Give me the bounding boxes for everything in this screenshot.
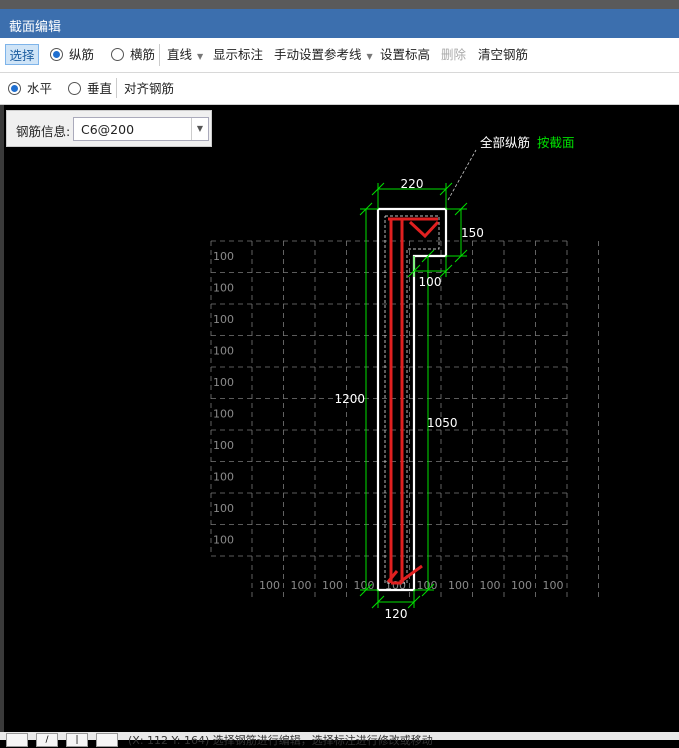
transverse-rebar-radio[interactable]: 横筋 — [111, 38, 155, 72]
dim-hook-width[interactable]: 100 — [419, 275, 442, 289]
status-bar: / | (X: 112 Y: 164) 选择钢筋进行编辑，选择标注进行修改或移动 — [0, 732, 679, 747]
radio-unchecked-icon — [68, 82, 81, 95]
vertical-radio[interactable]: 垂直 — [68, 73, 112, 104]
toolbar-main: 选择 纵筋 横筋 直线 ▼ 显示标注 手动设置参考线 ▼ 设置标高 删除 清空钢筋 — [0, 38, 679, 73]
line-tool-icon[interactable]: / — [36, 733, 58, 747]
status-text: (X: 112 Y: 164) 选择钢筋进行编辑，选择标注进行修改或移动 — [128, 734, 433, 747]
cover-line — [384, 215, 440, 584]
annotation-link[interactable]: 按截面 — [537, 135, 575, 150]
set-elevation-button[interactable]: 设置标高 — [380, 47, 431, 62]
status-tool-button[interactable] — [96, 733, 118, 747]
toolbar-secondary: 水平 垂直 对齐钢筋 — [0, 73, 679, 105]
toolbar-separator — [159, 44, 160, 66]
grid-label: 100 — [354, 579, 375, 592]
annotation-prefix: 全部纵筋 — [480, 135, 530, 150]
grid-label: 100 — [213, 502, 234, 515]
grid-label: 100 — [417, 579, 438, 592]
dim-top-width[interactable]: 220 — [401, 177, 424, 191]
dim-web-height[interactable]: 1050 — [427, 416, 458, 430]
radio-unchecked-icon — [111, 48, 124, 61]
grid-label: 100 — [543, 579, 564, 592]
toolbar-separator — [116, 78, 117, 98]
grid-label: 100 — [322, 579, 343, 592]
grid-label: 100 — [448, 579, 469, 592]
section-outline — [376, 207, 448, 592]
title-top-strip — [0, 0, 679, 9]
line-button[interactable]: 直线 ▼ — [167, 38, 203, 72]
transverse-rebar-label: 横筋 — [130, 47, 156, 62]
select-button[interactable]: 选择 — [5, 44, 39, 65]
clear-rebar-button[interactable]: 清空钢筋 — [478, 47, 529, 62]
grid-label: 100 — [213, 408, 234, 421]
grid-label: 100 — [213, 376, 234, 389]
dim-total-height[interactable]: 1200 — [334, 392, 365, 406]
rebar-info-label: 钢筋信息: — [16, 124, 71, 139]
manual-ref-line-button[interactable]: 手动设置参考线 ▼ — [274, 38, 373, 72]
annotation-leader — [447, 149, 477, 201]
grid-label: 100 — [213, 282, 234, 295]
delete-button[interactable]: 删除 — [441, 47, 467, 62]
rebar-info-panel: 钢筋信息: C6@200 ▼ — [6, 110, 212, 147]
longitudinal-rebar-radio[interactable]: 纵筋 — [50, 38, 94, 72]
chevron-down-icon: ▼ — [191, 118, 208, 140]
horizontal-radio[interactable]: 水平 — [8, 73, 52, 104]
horizontal-label: 水平 — [27, 81, 53, 96]
align-rebar-button[interactable]: 对齐钢筋 — [124, 81, 175, 96]
grid-label: 100 — [213, 471, 234, 484]
grid-label: 100 — [511, 579, 532, 592]
rebar-info-value: C6@200 — [81, 122, 135, 137]
manual-ref-line-label: 手动设置参考线 — [274, 47, 362, 62]
grid-label: 100 — [480, 579, 501, 592]
rebar-shape[interactable] — [386, 217, 440, 585]
window-title: 截面编辑 — [9, 20, 62, 35]
chevron-down-icon: ▼ — [197, 52, 204, 61]
grid-label: 100 — [291, 579, 312, 592]
line-label: 直线 — [167, 47, 193, 62]
grid-label: 100 — [213, 250, 234, 263]
vertical-label: 垂直 — [87, 81, 113, 96]
grid-label: 100 — [213, 345, 234, 358]
grid-label: 100 — [259, 579, 280, 592]
chevron-down-icon: ▼ — [366, 52, 373, 61]
grid-label: 100 — [213, 534, 234, 547]
longitudinal-rebar-label: 纵筋 — [69, 47, 95, 62]
radio-checked-icon — [50, 48, 63, 61]
dimension-lines — [359, 182, 468, 609]
dim-bottom-width[interactable]: 120 — [385, 607, 408, 621]
title-bar: 截面编辑 — [0, 0, 679, 38]
grid-label: 100 — [213, 313, 234, 326]
grid-label: 100 — [213, 439, 234, 452]
vertical-tool-icon[interactable]: | — [66, 733, 88, 747]
status-tool-button[interactable] — [6, 733, 28, 747]
drawing-canvas[interactable] — [0, 105, 679, 732]
dim-hook-height[interactable]: 150 — [461, 226, 484, 240]
rebar-info-select[interactable]: C6@200 ▼ — [73, 117, 209, 141]
radio-checked-icon — [8, 82, 21, 95]
show-dimension-button[interactable]: 显示标注 — [213, 47, 264, 62]
